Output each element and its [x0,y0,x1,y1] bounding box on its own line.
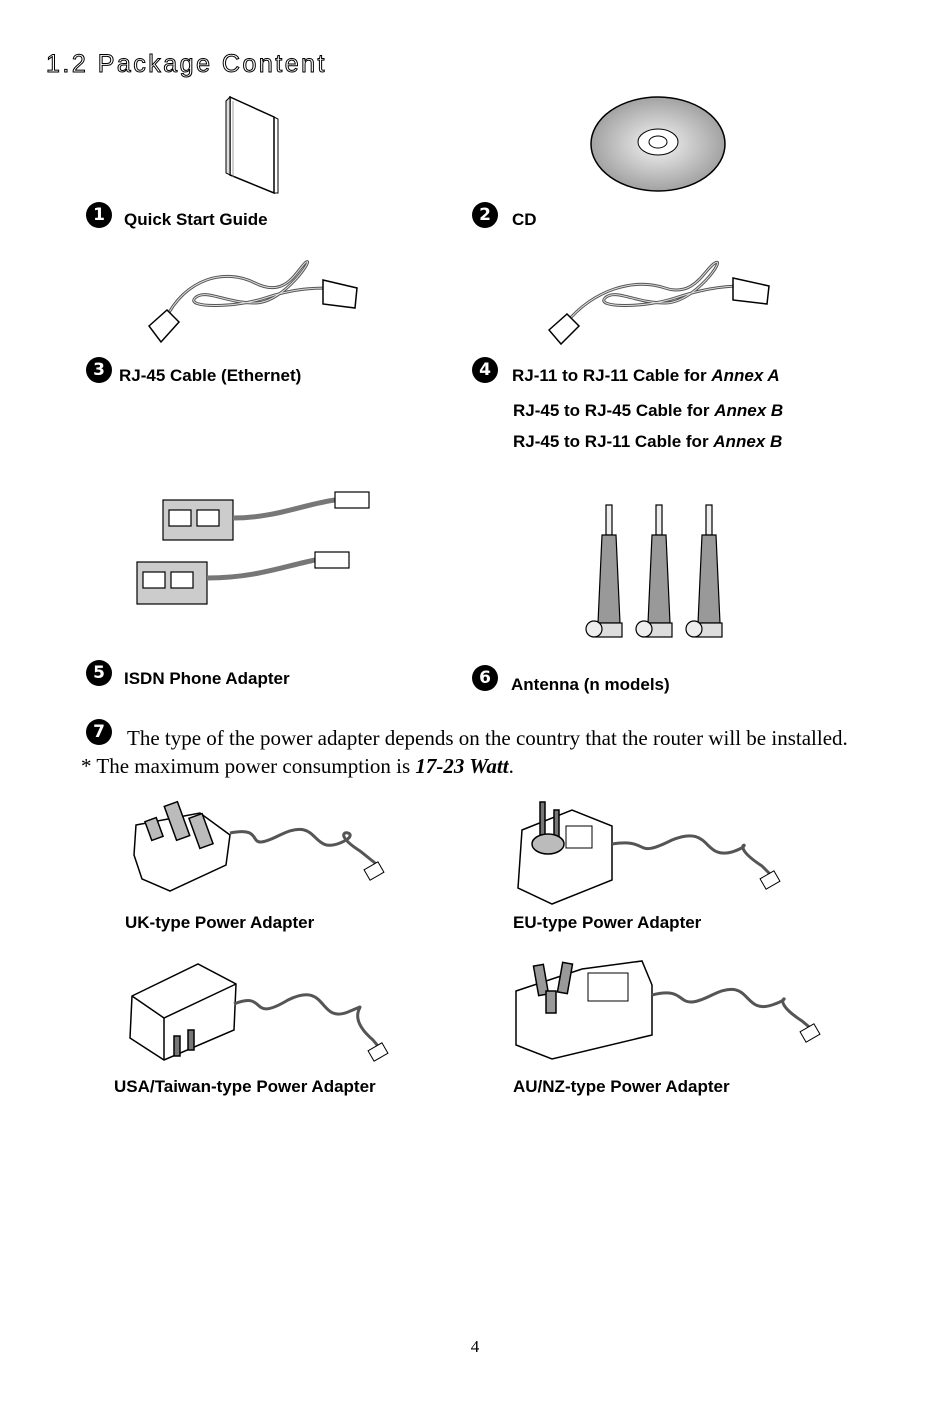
page-title: 1.2 Package Content [46,50,327,79]
item-number-1: 1 [86,202,112,228]
item-number-3: 3 [86,357,112,383]
item-number-4: 4 [472,357,498,383]
item-number-5: 5 [86,660,112,686]
item-number-2: 2 [472,202,498,228]
ethernet-cable-icon [147,260,358,344]
isdn-adapter-icon [136,491,370,605]
item-label-antenna: Antenna (n models) [511,675,670,694]
uk-power-adapter-icon [133,800,385,892]
adapter-label-uk: UK-type Power Adapter [125,913,315,932]
power-consumption-note: * The maximum power consumption is 17-23… [81,754,514,778]
item-number-7: 7 [86,719,112,745]
item-number-6: 6 [472,665,498,691]
antenna-icon [585,504,723,638]
item-label-cable-annex-b-rj45: RJ-45 to RJ-45 Cable for Annex B [513,401,784,420]
page-number: 4 [470,1337,480,1356]
adapter-label-eu: EU-type Power Adapter [513,913,702,932]
booklet-icon [225,95,279,195]
eu-power-adapter-icon [517,801,781,905]
item-label-cable-annex-b-rj11: RJ-45 to RJ-11 Cable for Annex B [513,432,783,451]
power-adapter-description: The type of the power adapter depends on… [127,726,848,750]
adapter-label-au-nz: AU/NZ-type Power Adapter [513,1077,730,1096]
phone-cable-icon [547,260,770,346]
item-label-cable-annex-a: RJ-11 to RJ-11 Cable for Annex A [512,366,780,385]
item-label-quick-start-guide: Quick Start Guide [124,210,268,229]
au-nz-power-adapter-icon [515,960,821,1060]
cd-icon [590,96,726,192]
adapter-label-usa-taiwan: USA/Taiwan-type Power Adapter [114,1077,376,1096]
usa-taiwan-power-adapter-icon [129,963,389,1062]
item-label-rj45-cable: RJ-45 Cable (Ethernet) [119,366,302,385]
item-label-isdn-adapter: ISDN Phone Adapter [124,669,290,688]
item-label-cd: CD [512,210,537,229]
